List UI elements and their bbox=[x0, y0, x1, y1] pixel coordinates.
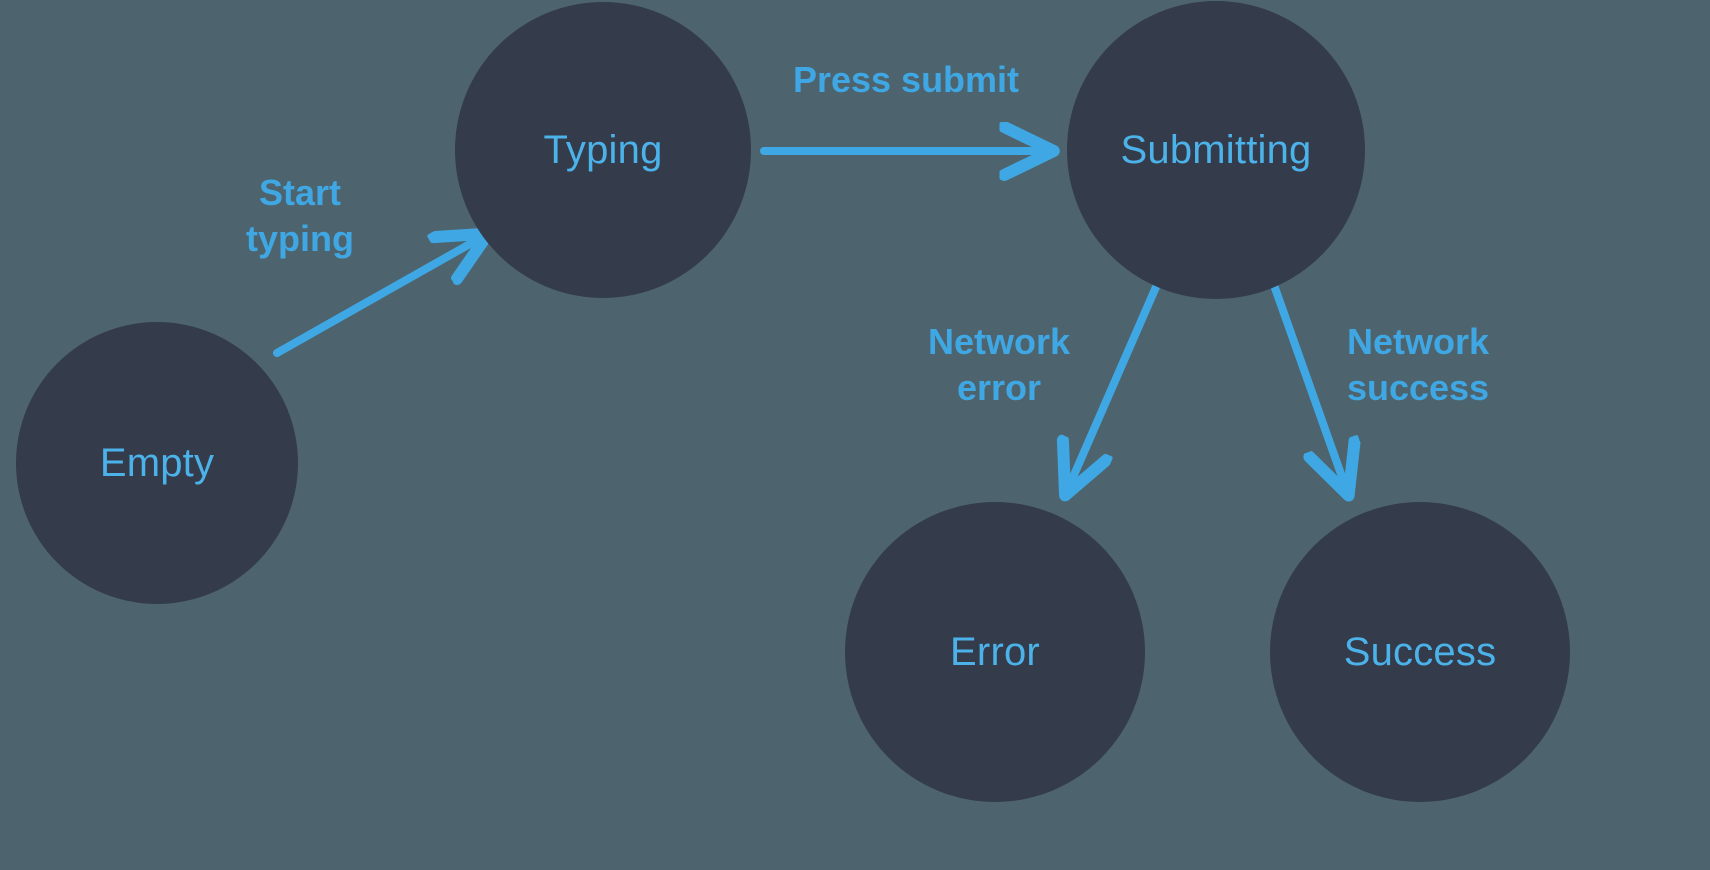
state-node-typing[interactable]: Typing bbox=[455, 2, 751, 298]
state-node-empty[interactable]: Empty bbox=[16, 322, 298, 604]
state-node-success[interactable]: Success bbox=[1270, 502, 1570, 802]
edge-start-typing bbox=[273, 236, 484, 357]
state-node-success-label: Success bbox=[1343, 630, 1497, 674]
edge-label-start-typing: Start typing bbox=[246, 172, 354, 260]
state-node-typing-label: Typing bbox=[543, 128, 663, 172]
edge-network-error bbox=[1067, 283, 1160, 491]
state-node-submitting-label: Submitting bbox=[1120, 128, 1312, 172]
state-node-empty-label: Empty bbox=[99, 441, 215, 485]
edge-label-press-submit: Press submit bbox=[792, 59, 1020, 100]
edge-label-network-error: Network error bbox=[927, 321, 1071, 409]
state-node-error[interactable]: Error bbox=[845, 502, 1145, 802]
state-node-submitting[interactable]: Submitting bbox=[1067, 1, 1365, 299]
state-node-error-label: Error bbox=[950, 630, 1040, 674]
edge-label-network-success: Network success bbox=[1346, 321, 1490, 409]
edge-network-success bbox=[1271, 284, 1347, 491]
